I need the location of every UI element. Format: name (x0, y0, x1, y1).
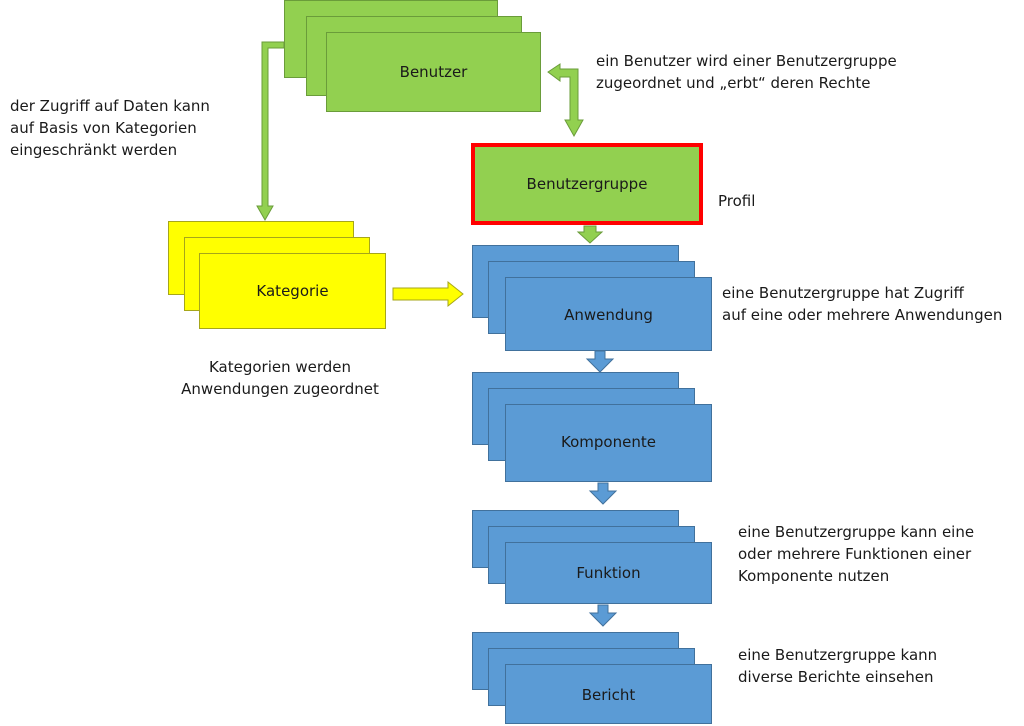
kategorie-node[interactable] (199, 253, 386, 329)
arrow-benutzer-to-gruppe (547, 63, 584, 138)
funktion-node[interactable] (505, 542, 712, 604)
note-gruppe-funktionen: eine Benutzergruppe kann eine oder mehre… (738, 523, 975, 585)
bericht-node[interactable] (505, 664, 712, 724)
note-profil: Profil (718, 192, 756, 210)
komponente-node[interactable] (505, 404, 712, 482)
bericht-label: Bericht (581, 686, 636, 704)
benutzergruppe-node[interactable] (471, 143, 703, 225)
funktion-label: Funktion (576, 564, 641, 582)
arrow-kategorie-to-anwendung (392, 280, 464, 308)
arrow-funktion-to-bericht (588, 604, 618, 627)
note-gruppe-berichte: eine Benutzergruppe kann diverse Bericht… (738, 646, 938, 686)
kategorie-label: Kategorie (256, 282, 329, 300)
benutzer-label: Benutzer (399, 63, 468, 81)
benutzer-node[interactable] (326, 32, 541, 112)
note-gruppe-anwendungen: eine Benutzergruppe hat Zugriff auf eine… (722, 284, 1003, 324)
anwendung-node[interactable] (505, 277, 712, 351)
note-kategorien-anwendungen: Kategorien werden Anwendungen zugeordnet (181, 358, 379, 398)
arrow-benutzer-to-kategorie (256, 41, 285, 222)
benutzergruppe-label: Benutzergruppe (526, 175, 648, 193)
arrow-gruppe-to-anwendung (576, 225, 604, 244)
arrow-anwendung-to-komponente (585, 350, 615, 373)
note-benutzer-gruppe: ein Benutzer wird einer Benutzergruppe z… (596, 52, 897, 92)
anwendung-label: Anwendung (564, 306, 653, 324)
komponente-label: Komponente (561, 433, 656, 451)
arrow-komponente-to-funktion (588, 482, 618, 505)
note-zugriff-daten: der Zugriff auf Daten kann auf Basis von… (10, 97, 210, 159)
